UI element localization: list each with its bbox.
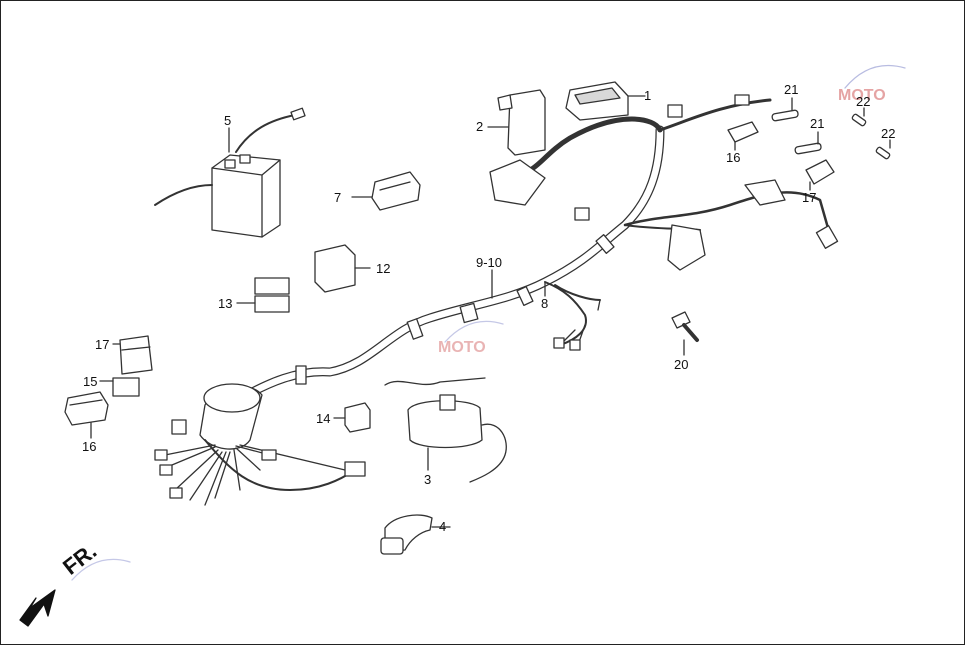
part-22-fuse-b [875,139,891,160]
callout-20: 20 [674,357,689,372]
part-21-fuse-a [771,97,799,122]
part-20-bolt [671,311,699,356]
svg-text:MOTO: MOTO [438,339,486,356]
watermark-logo-mid: MOTO [438,320,504,356]
callout-15: 15 [83,374,98,389]
part-21-fuse-b [794,131,822,155]
part-16-left-fuse-holder [64,391,109,439]
main-wire-harness [154,94,839,506]
part-17-left-fuse-holder [112,335,153,375]
callout-4: 4 [439,519,447,534]
part-14-connector [333,402,371,433]
callout-16-left: 16 [82,439,97,454]
callout-14: 14 [316,411,331,426]
part-16-right-fuse-holder [727,121,759,151]
part-12-relay [314,244,371,293]
part-22-fuse-a [851,107,867,127]
watermark-logo-top: MOTO [838,64,906,104]
part-15-connector [99,377,140,397]
part-17-right-fuse-holder [805,159,835,191]
svg-text:MOTO: MOTO [838,87,886,104]
callout-8: 8 [541,296,549,311]
callout-21-a: 21 [784,82,799,97]
part-4-plug-cap [380,514,451,555]
callout-5: 5 [224,113,232,128]
part-5-battery [154,107,306,238]
front-direction-arrow [19,589,56,627]
callout-16-right: 16 [726,150,741,165]
part-13-relay [236,277,290,313]
part-7-regulator [351,171,421,211]
callout-2: 2 [476,119,484,134]
callout-13: 13 [218,296,233,311]
callout-7: 7 [334,190,342,205]
callout-9-10: 9-10 [476,255,503,270]
callout-12: 12 [376,261,391,276]
callout-17-left: 17 [95,337,110,352]
callout-3: 3 [424,472,432,487]
watermark-logo-bottom [71,558,131,581]
callout-17-right: 17 [802,190,817,205]
callout-22-b: 22 [881,126,896,141]
part-3-ignition-coil [384,377,507,483]
callout-1: 1 [644,88,652,103]
callout-21-b: 21 [810,116,825,131]
part-2-cdi-unit [487,89,546,156]
callout-22-a: 22 [856,94,871,109]
part-1-fuse-box [565,81,646,121]
